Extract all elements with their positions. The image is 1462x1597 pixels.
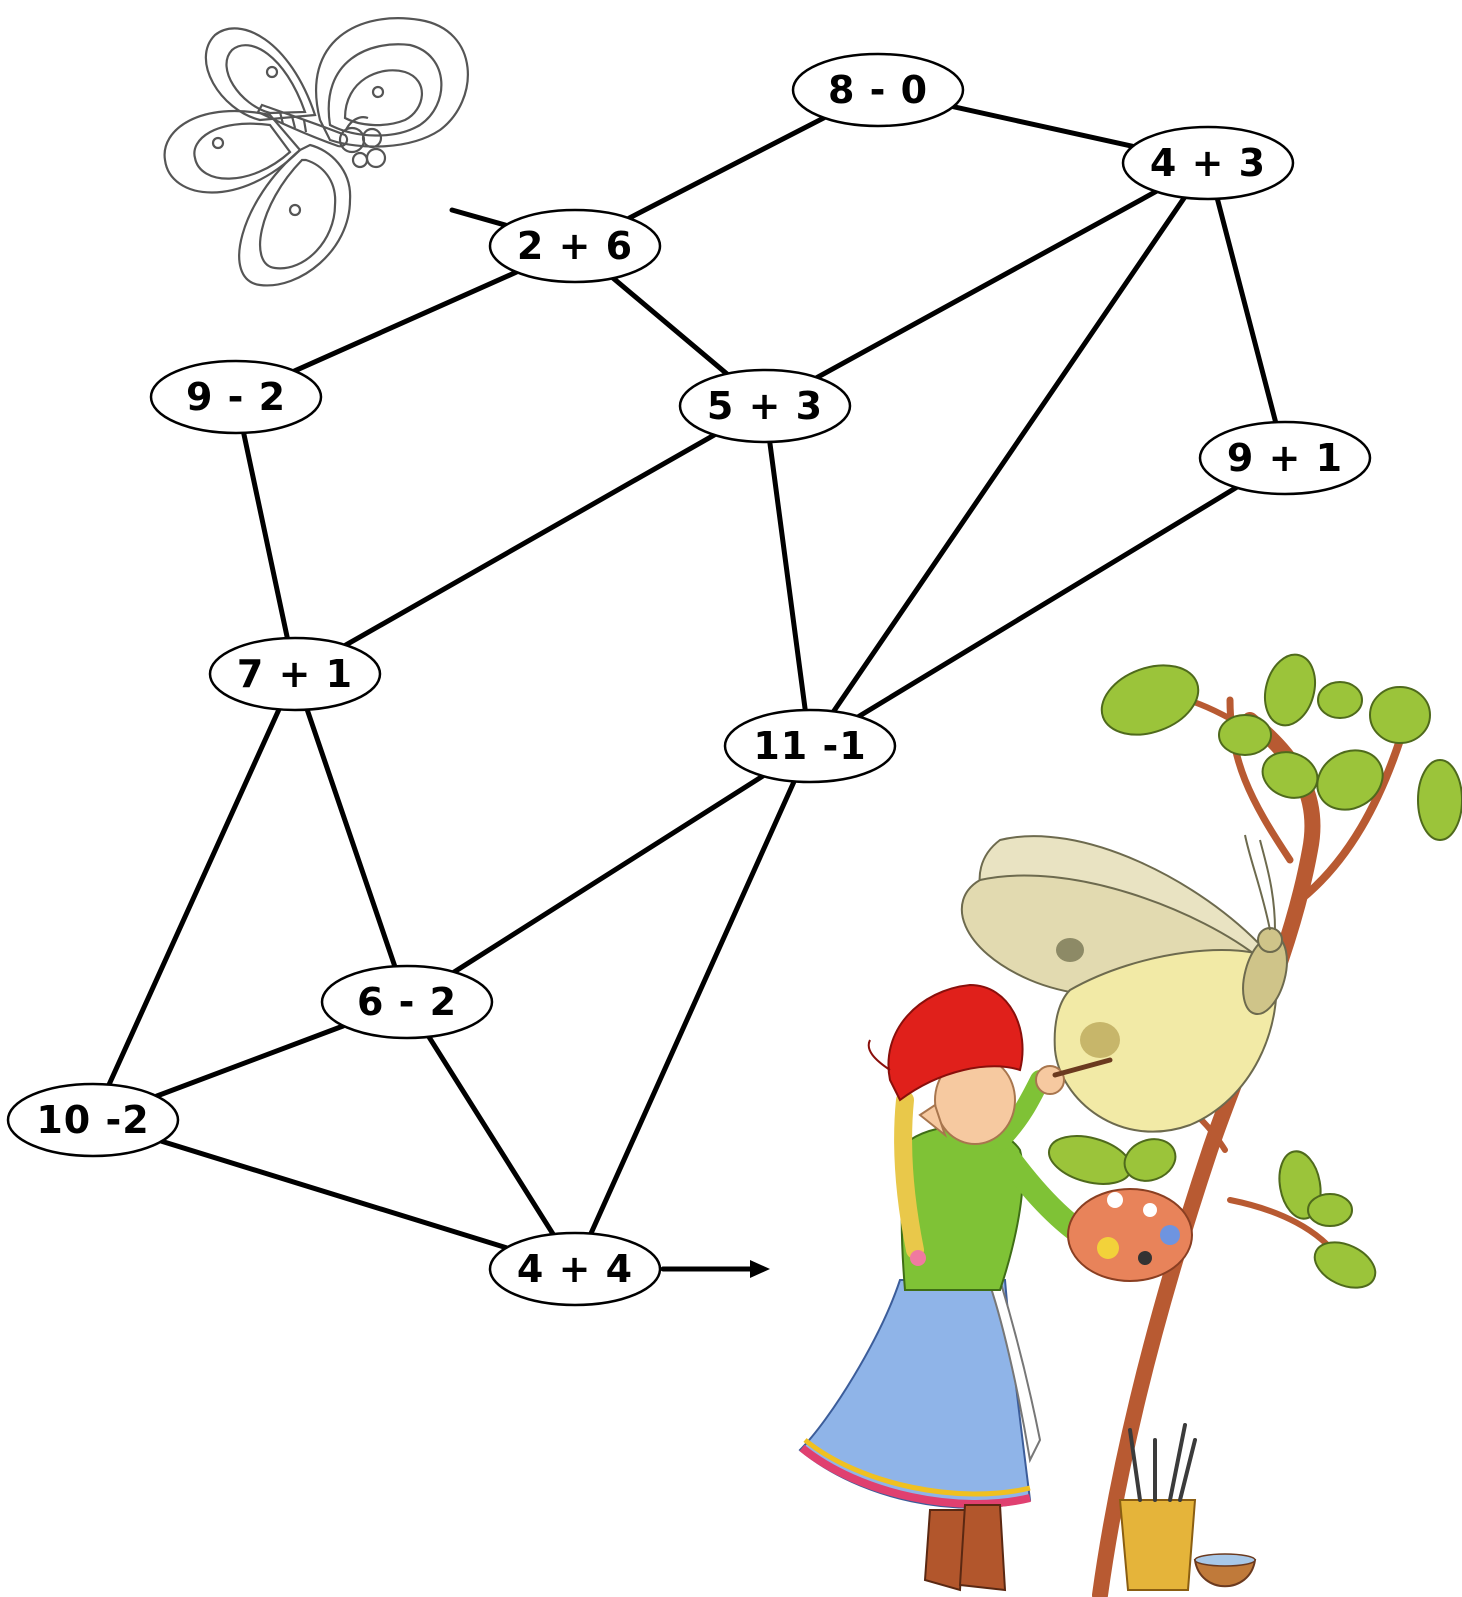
edge-n26-n92 <box>292 269 519 374</box>
edge-n26-n53 <box>610 275 730 377</box>
node-n91: 9 + 1 <box>1198 420 1372 496</box>
edge-n71-n102 <box>106 706 282 1088</box>
node-oval <box>1121 125 1295 201</box>
node-n80: 8 - 0 <box>791 52 965 128</box>
node-oval <box>488 208 662 284</box>
node-n43: 4 + 3 <box>1121 125 1295 201</box>
node-oval <box>488 1231 662 1307</box>
girl-painting-butterfly-illustration <box>798 653 1462 1597</box>
node-label: 11 -1 <box>753 724 866 768</box>
node-label: 4 + 4 <box>517 1247 633 1291</box>
node-label: 9 - 2 <box>186 375 286 419</box>
node-label: 5 + 3 <box>707 384 823 428</box>
node-n26: 2 + 6 <box>488 208 662 284</box>
node-n92: 9 - 2 <box>149 359 323 435</box>
node-n71: 7 + 1 <box>208 636 382 712</box>
node-n44: 4 + 4 <box>488 1231 662 1307</box>
node-oval <box>149 359 323 435</box>
start-entry-line <box>449 207 509 228</box>
node-label: 10 -2 <box>36 1098 149 1142</box>
node-label: 2 + 6 <box>517 224 633 268</box>
node-label: 6 - 2 <box>357 980 457 1024</box>
node-n102: 10 -2 <box>6 1082 180 1158</box>
node-oval <box>320 964 494 1040</box>
edges-layer <box>106 104 1279 1251</box>
edge-n80-n43 <box>950 104 1136 149</box>
edge-n91-n111 <box>856 485 1239 719</box>
node-oval <box>723 708 897 784</box>
edge-n111-n44 <box>588 778 797 1237</box>
edge-n62-n102 <box>154 1023 346 1099</box>
edge-n62-n44 <box>426 1034 556 1237</box>
node-n62: 6 - 2 <box>320 964 494 1040</box>
edge-n71-n62 <box>304 707 398 969</box>
node-label: 4 + 3 <box>1150 141 1266 185</box>
node-oval <box>6 1082 180 1158</box>
butterfly-outline-icon <box>163 17 469 287</box>
node-label: 7 + 1 <box>237 652 353 696</box>
node-oval <box>1198 420 1372 496</box>
node-n53: 5 + 3 <box>678 368 852 444</box>
edge-n102-n44 <box>159 1138 509 1251</box>
edge-n43-n111 <box>831 195 1187 714</box>
node-label: 9 + 1 <box>1227 436 1343 480</box>
nodes-layer: 8 - 0 4 + 3 2 + 6 9 - 2 5 + 3 9 + 1 7 + 1 11 -1… <box>6 52 1372 1307</box>
edge-n43-n91 <box>1214 196 1279 425</box>
node-oval <box>791 52 965 128</box>
edge-n43-n53 <box>814 188 1159 381</box>
node-n111: 11 -1 <box>723 708 897 784</box>
node-oval <box>678 368 852 444</box>
exit-arrow-head-icon <box>750 1260 770 1278</box>
node-oval <box>208 636 382 712</box>
edge-n53-n71 <box>343 432 717 648</box>
edge-n92-n71 <box>241 430 290 641</box>
edge-n111-n62 <box>451 773 766 975</box>
node-label: 8 - 0 <box>828 68 928 112</box>
edge-n53-n111 <box>767 439 808 713</box>
edge-n80-n26 <box>626 115 827 221</box>
markers-layer <box>449 207 770 1278</box>
